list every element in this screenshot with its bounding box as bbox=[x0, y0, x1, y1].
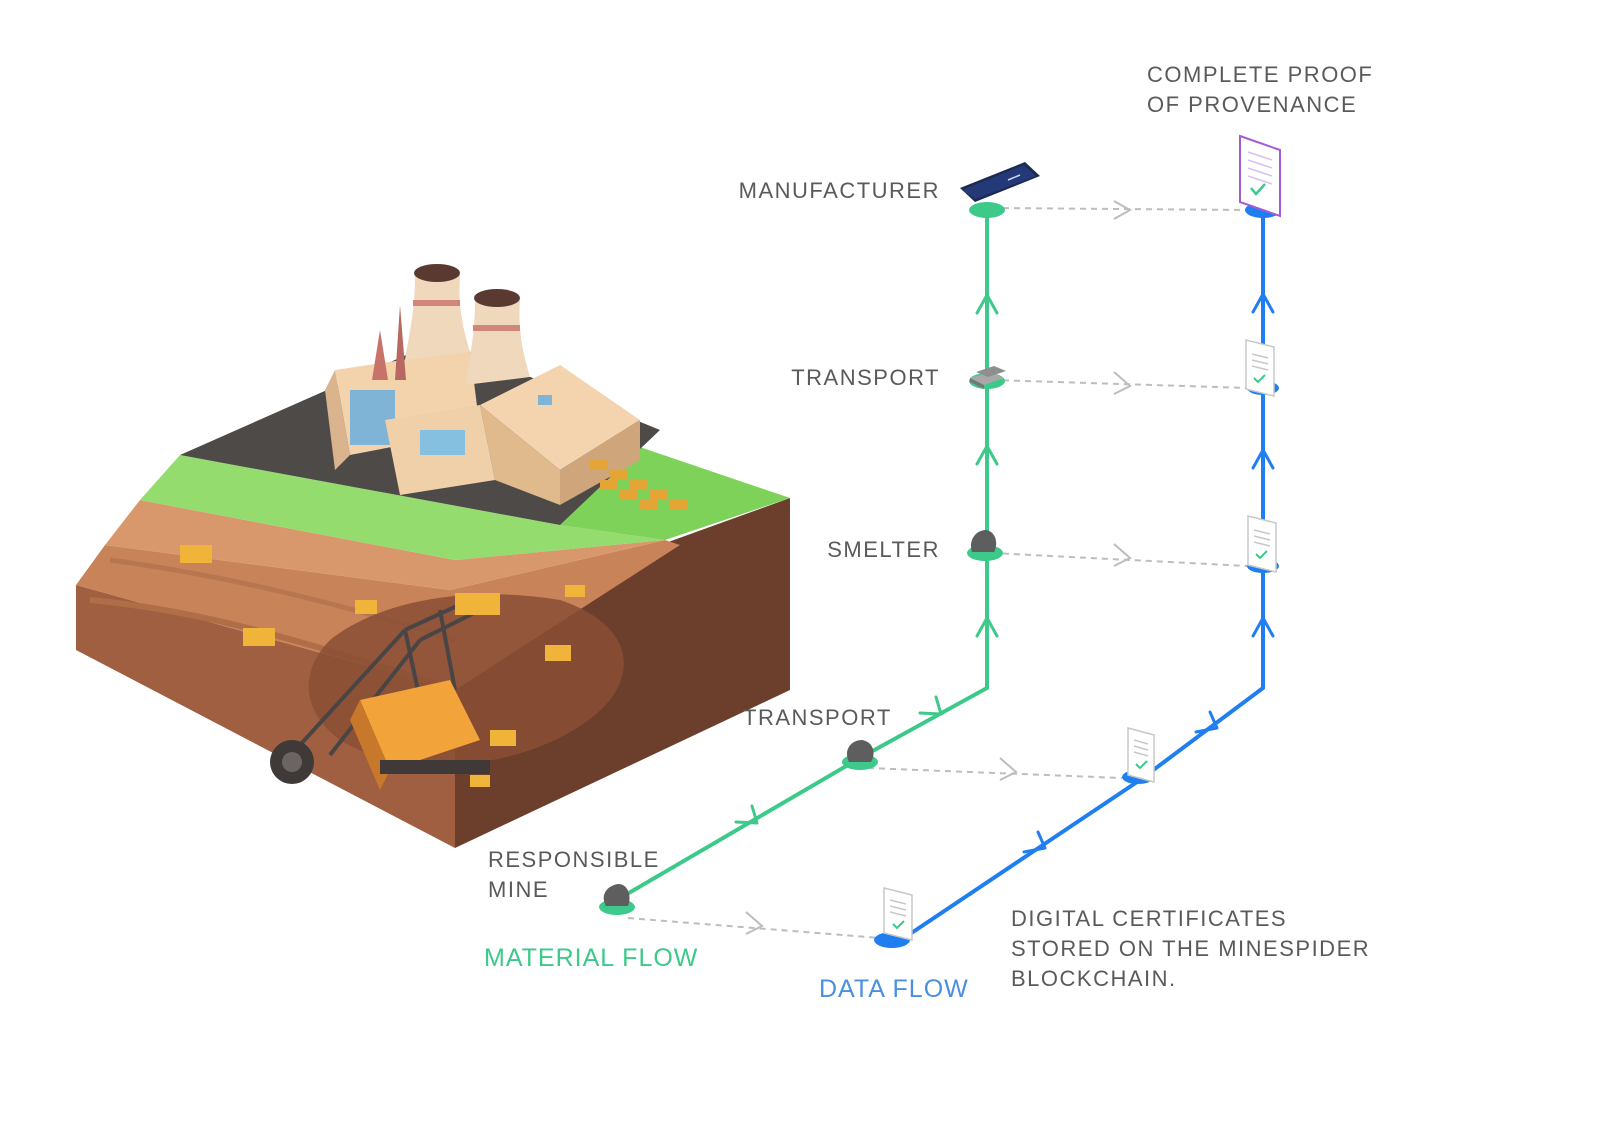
transport-lower-label: TRANSPORT bbox=[743, 705, 892, 730]
responsible-mine-label: RESPONSIBLE MINE bbox=[488, 845, 660, 905]
complete-proof-line-2: OF PROVENANCE bbox=[1147, 92, 1358, 117]
manufacturer-label: MANUFACTURER bbox=[738, 178, 940, 203]
mine-scene-illustration bbox=[76, 264, 790, 848]
digital-note-line-3: BLOCKCHAIN. bbox=[1011, 966, 1177, 991]
ore-rock-icon bbox=[603, 530, 997, 906]
material-flow-title: MATERIAL FLOW bbox=[484, 944, 699, 972]
metal-bars-icon bbox=[970, 366, 1006, 389]
data-flow-line bbox=[896, 206, 1265, 944]
digital-note-line-2: STORED ON THE MINESPIDER bbox=[1011, 936, 1371, 961]
smelter-label: SMELTER bbox=[827, 537, 940, 562]
transport-upper-label: TRANSPORT bbox=[791, 365, 940, 390]
digital-certificates-note: DIGITAL CERTIFICATES STORED ON THE MINES… bbox=[1011, 904, 1370, 994]
dashed-link-chevrons bbox=[745, 200, 1133, 935]
node-manufacturer bbox=[969, 202, 1005, 218]
responsible-mine-line-1: RESPONSIBLE bbox=[488, 847, 660, 872]
material-flow-arrows bbox=[734, 293, 999, 825]
responsible-mine-line-2: MINE bbox=[488, 877, 549, 902]
certificate-icon bbox=[883, 134, 1281, 941]
dashed-links bbox=[627, 207, 1249, 939]
data-flow-title: DATA FLOW bbox=[819, 975, 969, 1003]
data-flow-arrows bbox=[1022, 292, 1275, 854]
complete-proof-line-1: COMPLETE PROOF bbox=[1147, 62, 1374, 87]
digital-note-line-1: DIGITAL CERTIFICATES bbox=[1011, 906, 1288, 931]
data-nodes bbox=[874, 202, 1281, 948]
phone-icon bbox=[960, 162, 1040, 202]
complete-proof-label: COMPLETE PROOF OF PROVENANCE bbox=[1147, 60, 1373, 120]
